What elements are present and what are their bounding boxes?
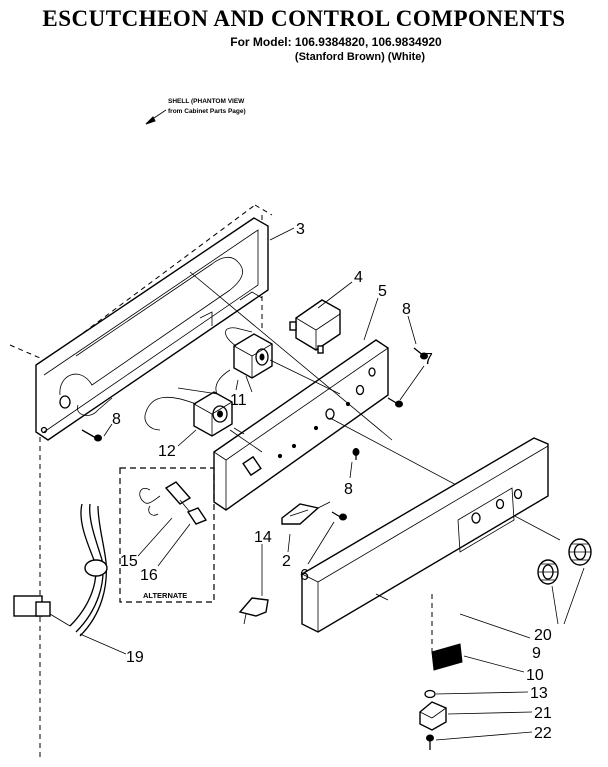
callout-15: 15 [120,553,138,570]
callout-2: 2 [282,553,291,570]
clip-14 [238,544,269,625]
callout-10: 10 [526,667,544,684]
alternate-parts-box: ALTERNATE [119,467,215,603]
selector-switch [289,299,341,354]
nameplate-10 [431,643,463,671]
model-numbers: For Model: 106.9384820, 106.9834920 [230,35,442,49]
screw-7 [387,397,403,408]
callout-12: 12 [158,443,176,460]
knobs-20 [537,538,592,585]
console-front-panel [301,437,549,633]
knob-left [537,559,559,585]
shell-note-line2: from Cabinet Parts Page) [168,108,246,115]
callout-3: 3 [296,221,305,238]
callout-14: 14 [254,529,272,546]
callout-8-left: 8 [112,411,121,428]
screw-8-middle [352,448,360,460]
callout-8-top: 8 [402,301,411,318]
control-unit-11 [215,327,273,401]
control-unit-12 [144,387,245,437]
alternate-label: ALTERNATE [143,591,187,600]
callout-20: 20 [534,627,552,644]
screw-6 [331,511,347,521]
console-back-panel [35,217,269,441]
screws [81,347,434,750]
callout-22: 22 [534,725,552,742]
control-mounting-bracket [213,339,389,511]
screw-22 [426,734,434,750]
knob-right [568,538,592,566]
callout-13: 13 [530,685,548,702]
screw-8-top [413,347,428,360]
bracket-21 [419,701,447,731]
callout-6: 6 [300,567,309,584]
callout-9: 9 [532,645,541,662]
shell-note-line1: SHELL (PHANTOM VIEW [168,98,245,105]
component-2 [281,501,331,525]
wire-harness-19 [13,503,108,637]
callout-16: 16 [140,567,158,584]
callout-4: 4 [354,269,363,286]
washer-13 [424,689,436,699]
callout-11: 11 [230,392,247,409]
model-variants: (Stanford Brown) (White) [294,51,426,63]
screw-8-left [81,429,102,442]
diagram-title: ESCUTCHEON AND CONTROL COMPONENTS [42,6,566,31]
callout-5: 5 [378,283,387,300]
callout-21: 21 [534,705,552,722]
callout-leaders [79,227,585,741]
callout-19: 19 [126,649,144,666]
callout-7: 7 [424,351,433,368]
callout-8-middle: 8 [344,481,353,498]
